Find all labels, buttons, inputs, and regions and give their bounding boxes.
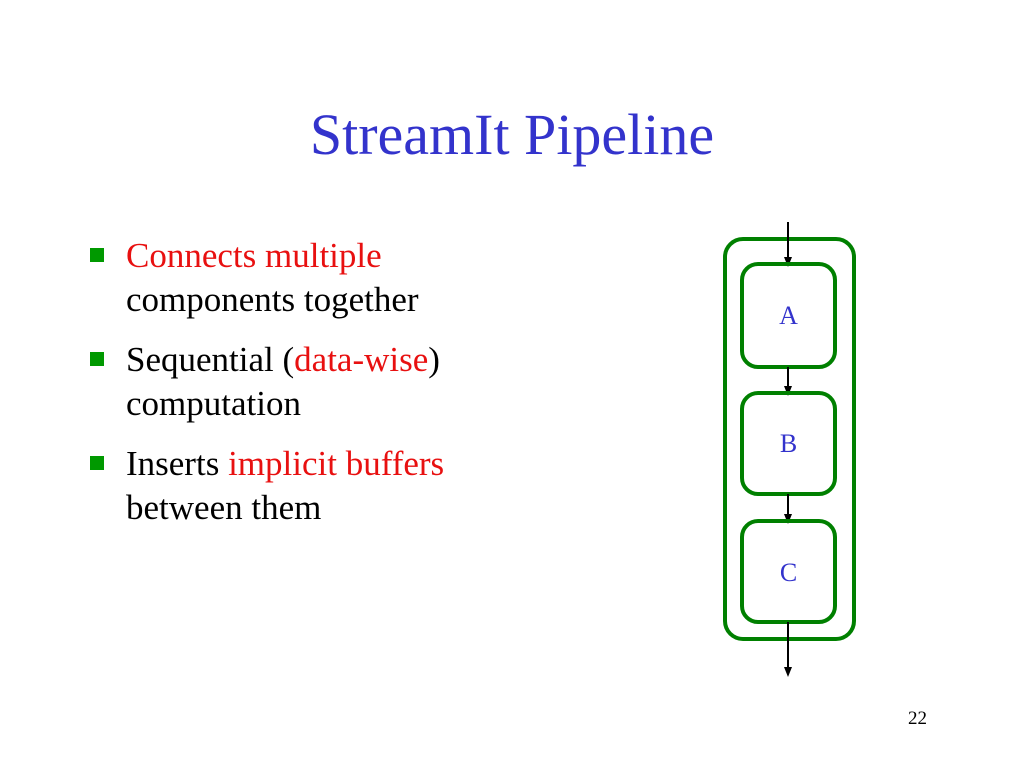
bullet-highlight-text: data-wise <box>294 340 429 379</box>
bullet-text: Inserts <box>126 444 229 483</box>
square-bullet-icon <box>90 456 104 470</box>
stage-box-c <box>740 519 837 624</box>
page-number: 22 <box>908 708 927 729</box>
stage-label-a: A <box>779 301 798 330</box>
square-bullet-icon <box>90 248 104 262</box>
bullet-text: computation <box>126 384 301 423</box>
bullet-list: Connects multiple components together Se… <box>88 234 608 546</box>
bullet-text: components together <box>126 280 419 319</box>
bullet-text: Sequential ( <box>126 340 295 379</box>
stage-label-b: B <box>780 429 797 458</box>
bullet-text: ) <box>428 340 440 379</box>
stage-box-b <box>740 391 837 496</box>
bullet-item: Connects multiple components together <box>88 234 608 322</box>
bullet-highlight-text: implicit buffers <box>228 444 445 483</box>
square-bullet-icon <box>90 352 104 366</box>
bullet-highlight-text: Connects multiple <box>126 236 382 275</box>
pipeline-container <box>723 237 856 641</box>
bullet-item: Inserts implicit buffers between them <box>88 442 608 530</box>
bullet-item: Sequential (data-wise) computation <box>88 338 608 426</box>
slide-title: StreamIt Pipeline <box>309 102 715 167</box>
stage-label-c: C <box>780 558 797 587</box>
bullet-text: between them <box>126 488 322 527</box>
stage-box-a <box>740 262 837 369</box>
